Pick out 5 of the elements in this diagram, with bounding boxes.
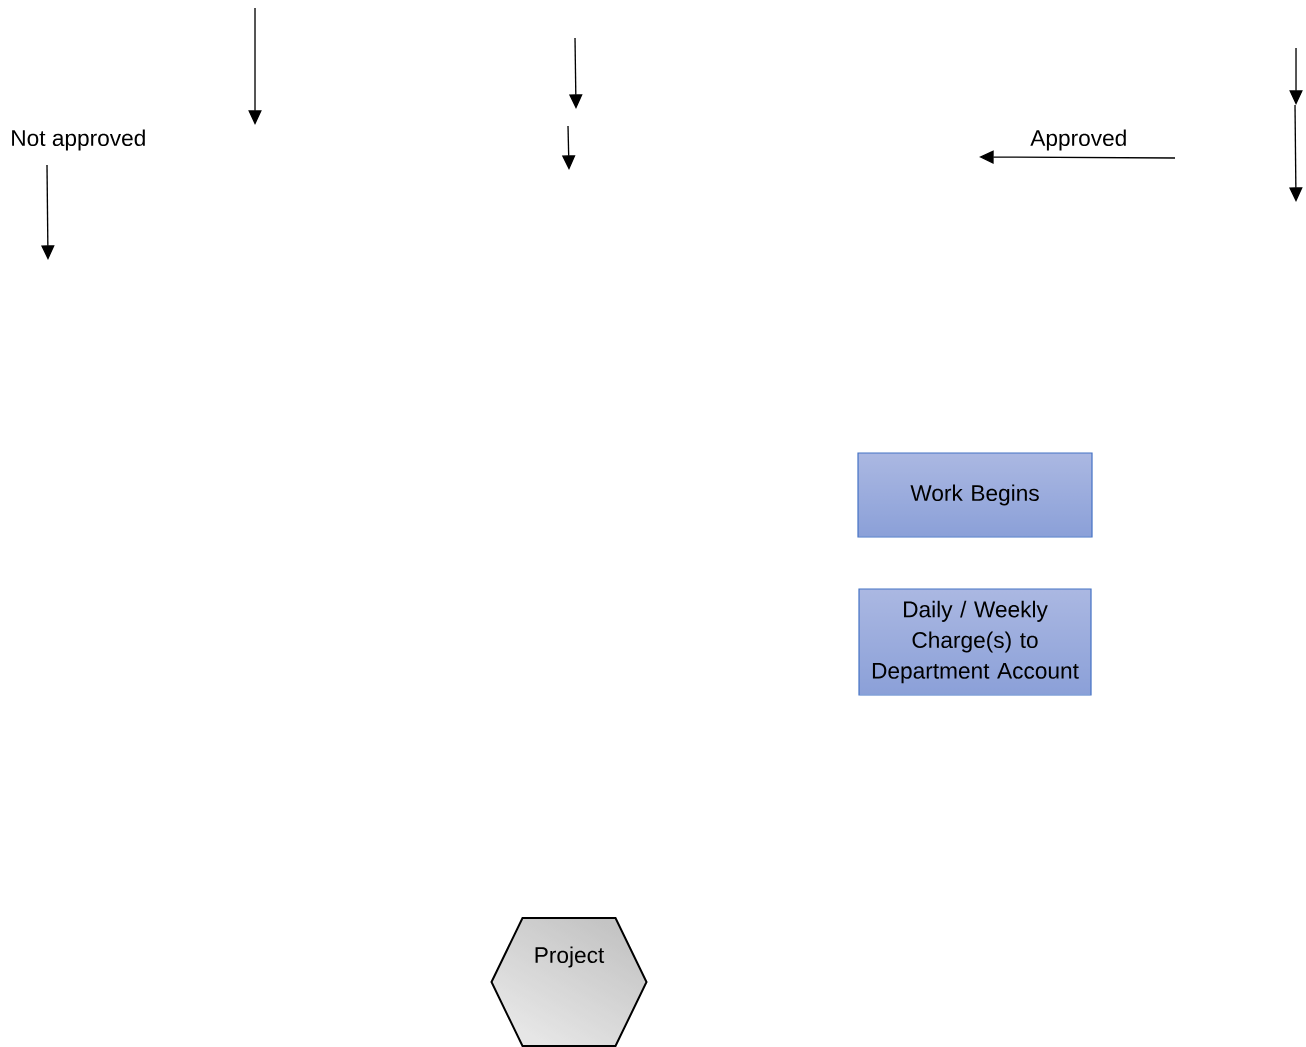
hexagon: Project <box>490 917 648 1047</box>
note-text: Not approved <box>12 129 145 151</box>
process-box: Daily / Weekly Charge(s) to Department Account <box>858 588 1092 696</box>
process-box: Work Begins <box>857 452 1093 538</box>
note-text: Approved <box>1030 129 1126 151</box>
